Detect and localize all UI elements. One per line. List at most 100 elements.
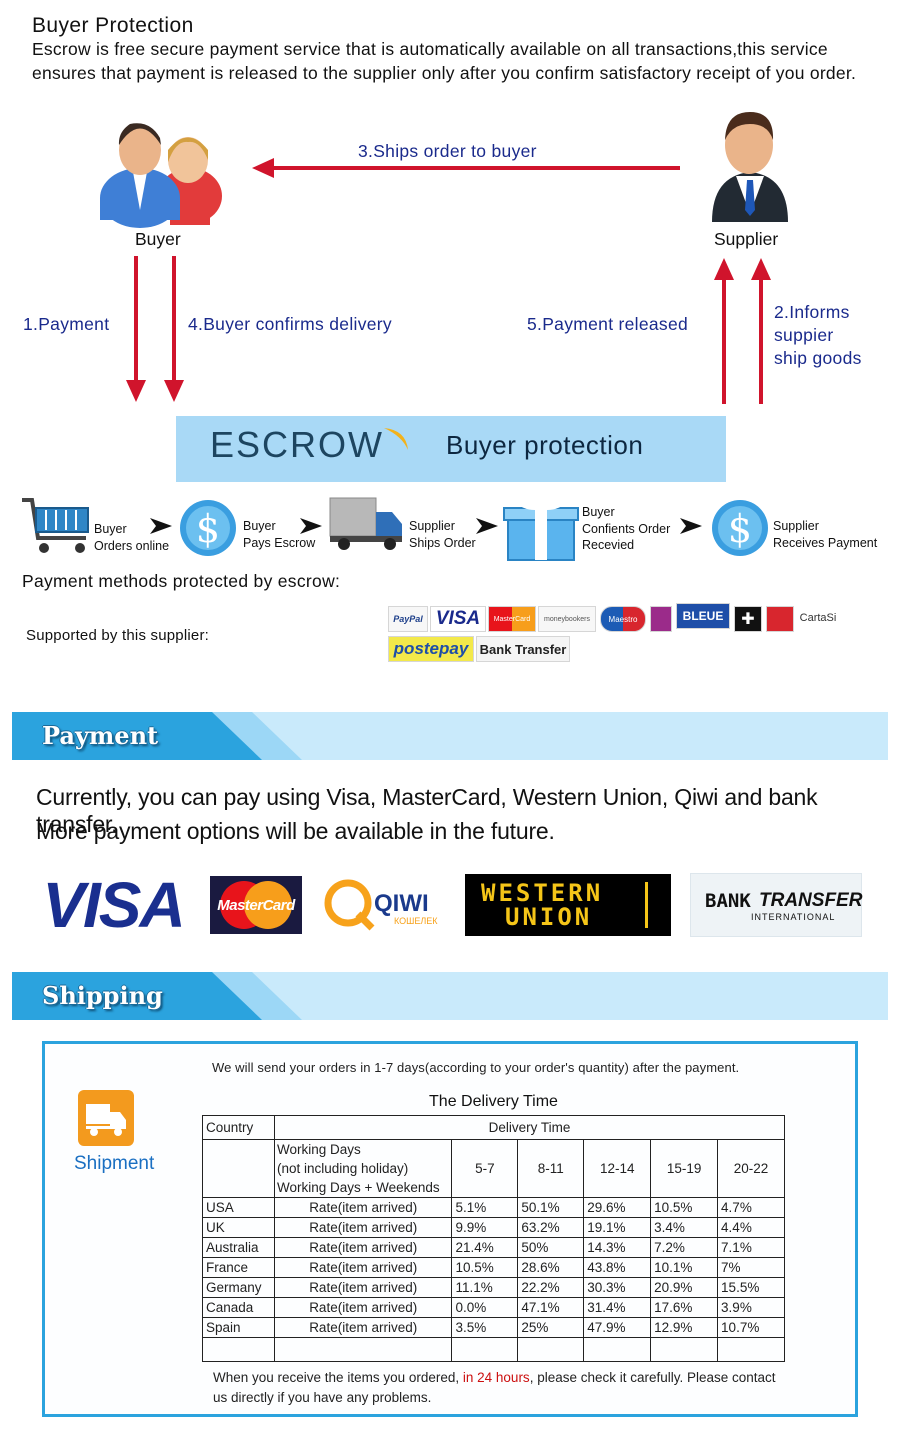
table-ranges-row: Working Days (not including holiday) Wor… bbox=[202, 1139, 785, 1198]
confirm-delivery-label: 4.Buyer confirms delivery bbox=[188, 314, 392, 334]
working-days-cell: Working Days (not including holiday) Wor… bbox=[273, 1139, 453, 1198]
payment-methods-title: Payment methods protected by escrow: bbox=[22, 571, 341, 591]
buyer-label: Buyer bbox=[135, 229, 181, 249]
range-cell: 20-22 bbox=[717, 1139, 785, 1198]
rate-cell: 12.9% bbox=[650, 1317, 719, 1338]
shipping-banner bbox=[12, 972, 888, 1020]
rate-label-cell: Rate(item arrived) bbox=[273, 1257, 453, 1278]
escrow-steps-icons: $ $ bbox=[22, 497, 768, 561]
rate-cell: 10.1% bbox=[650, 1257, 719, 1278]
rate-cell: 43.8% bbox=[583, 1257, 652, 1278]
rate-cell: 14.3% bbox=[583, 1237, 652, 1258]
rate-cell: 9.9% bbox=[451, 1217, 519, 1238]
dollar-coin-icon: $ bbox=[712, 500, 768, 556]
step-arrow-icon bbox=[150, 518, 172, 534]
rate-cell: 15.5% bbox=[717, 1277, 785, 1298]
rate-label-cell: Rate(item arrived) bbox=[273, 1297, 453, 1318]
supplier-icon bbox=[712, 112, 788, 222]
mastercard-logo: MasterCard bbox=[488, 606, 536, 632]
rate-label-cell: Rate(item arrived) bbox=[273, 1237, 453, 1258]
rate-cell: 7% bbox=[717, 1257, 785, 1278]
delivery-table-title: The Delivery Time bbox=[429, 1093, 558, 1110]
header-delivery-time: Delivery Time bbox=[273, 1115, 786, 1140]
rate-cell: 4.4% bbox=[717, 1217, 785, 1238]
rate-cell: 25% bbox=[517, 1317, 585, 1338]
shipping-banner-title: Shipping bbox=[42, 981, 163, 1010]
western-union-logo: WESTERN UNION bbox=[465, 874, 671, 936]
rate-cell: 3.5% bbox=[451, 1317, 519, 1338]
step-supplier-receives: Supplier Receives Payment bbox=[773, 519, 878, 550]
delivery-time-table: Country Delivery Time Working Days (not … bbox=[202, 1115, 786, 1362]
country-cell: Australia bbox=[202, 1237, 275, 1258]
bank-transfer-logo: Bank Transfer bbox=[476, 636, 570, 662]
paypal-logo: PayPal bbox=[388, 606, 428, 632]
carte-bleue-logo: BLEUE bbox=[676, 603, 730, 629]
range-cell: 8-11 bbox=[517, 1139, 585, 1198]
rate-cell: 17.6% bbox=[650, 1297, 719, 1318]
country-cell: Canada bbox=[202, 1297, 275, 1318]
rate-cell: 11.1% bbox=[451, 1277, 519, 1298]
step-buyer-confirms: Buyer Confients Order Recevied bbox=[582, 505, 671, 552]
rate-cell: 21.4% bbox=[451, 1237, 519, 1258]
buyer-icon bbox=[100, 123, 222, 228]
step-supplier-ships: Supplier Ships Order bbox=[409, 519, 476, 550]
intro-title: Buyer Protection bbox=[32, 14, 194, 37]
range-cell: 15-19 bbox=[650, 1139, 719, 1198]
rate-cell: 4.7% bbox=[717, 1197, 785, 1218]
range-cell: 12-14 bbox=[583, 1139, 652, 1198]
payment-step-label: 1.Payment bbox=[23, 314, 110, 334]
payment-text-line1: Currently, you can pay using Visa, Maste… bbox=[36, 784, 818, 837]
rate-label-cell: Rate(item arrived) bbox=[273, 1277, 453, 1298]
moneybookers-logo: moneybookers bbox=[538, 606, 596, 632]
rate-cell: 20.9% bbox=[650, 1277, 719, 1298]
intro-text: Escrow is free secure payment service th… bbox=[32, 39, 857, 83]
range-cell: 5-7 bbox=[451, 1139, 519, 1198]
escrow-swoosh-icon bbox=[384, 428, 408, 450]
escrow-logo: ESCROW bbox=[210, 424, 384, 465]
bank-transfer-large-logo: BANK TRANSFER INTERNATIONAL bbox=[690, 873, 862, 937]
svg-text:$: $ bbox=[728, 507, 752, 551]
table-header-row: Country Delivery Time bbox=[202, 1115, 786, 1140]
escrow-flow-diagram bbox=[100, 112, 788, 404]
escrow-band bbox=[176, 416, 726, 482]
footer-highlight: in 24 hours bbox=[462, 1370, 530, 1385]
ships-order-label: 3.Ships order to buyer bbox=[358, 141, 537, 161]
rate-cell: 10.5% bbox=[451, 1257, 519, 1278]
country-cell: UK bbox=[202, 1217, 275, 1238]
shipping-intro: We will send your orders in 1-7 days(acc… bbox=[212, 1060, 740, 1075]
payment-banner bbox=[12, 712, 888, 760]
shipment-label: Shipment bbox=[74, 1153, 155, 1174]
rate-cell: 28.6% bbox=[517, 1257, 585, 1278]
rate-cell: 7.2% bbox=[650, 1237, 719, 1258]
country-cell: Spain bbox=[202, 1317, 275, 1338]
rate-cell: 19.1% bbox=[583, 1217, 652, 1238]
red-card-icon bbox=[766, 606, 794, 632]
shipping-footer: When you receive the items you ordered, … bbox=[213, 1370, 776, 1405]
rate-cell: 47.1% bbox=[517, 1297, 585, 1318]
rate-cell: 7.1% bbox=[717, 1237, 785, 1258]
mastercard-large-logo: MasterCard bbox=[210, 876, 302, 934]
rate-cell: 63.2% bbox=[517, 1217, 585, 1238]
rate-cell: 29.6% bbox=[583, 1197, 652, 1218]
delivery-truck-icon bbox=[329, 497, 402, 550]
rate-cell: 50.1% bbox=[517, 1197, 585, 1218]
gift-box-icon bbox=[503, 497, 579, 561]
qiwi-logo: QIWI КОШЕЛЕК bbox=[320, 876, 448, 934]
shipment-truck-icon bbox=[78, 1090, 134, 1146]
country-cell: USA bbox=[202, 1197, 275, 1218]
cross-card-icon: ✚ bbox=[734, 606, 762, 632]
rate-cell: 22.2% bbox=[517, 1277, 585, 1298]
visa-logo: VISA bbox=[430, 606, 486, 632]
cartasi-logo: CartaSi bbox=[796, 606, 840, 630]
rate-cell: 10.7% bbox=[717, 1317, 785, 1338]
rate-cell: 3.4% bbox=[650, 1217, 719, 1238]
supported-by-label: Supported by this supplier: bbox=[26, 627, 210, 644]
supplier-label: Supplier bbox=[714, 229, 779, 249]
rate-label-cell: Rate(item arrived) bbox=[273, 1317, 453, 1338]
